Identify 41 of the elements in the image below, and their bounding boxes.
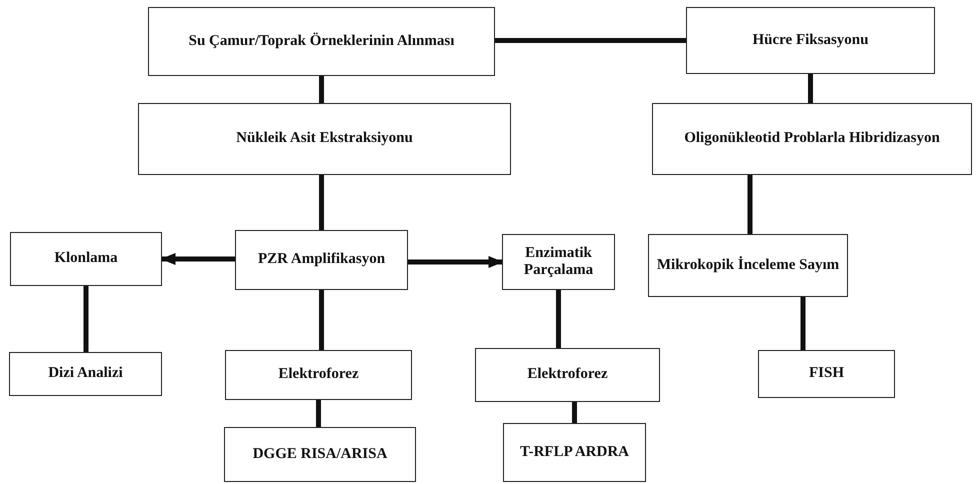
process-box: [224, 427, 416, 482]
process-box: [138, 103, 511, 175]
connector-line: [319, 290, 324, 350]
process-box: [10, 232, 162, 286]
process-box: [648, 234, 848, 297]
box-label: Dizi Analizi: [48, 365, 123, 383]
connector-line: [319, 175, 324, 230]
box-label: Nükleik Asit Ekstraksiyonu: [236, 130, 413, 148]
box-label: Elektroforez: [527, 366, 608, 384]
box-label: Mikrokopik İnceleme Sayım: [656, 256, 840, 274]
box-label: Enzimatik Parçalama: [522, 244, 594, 280]
box-label: Klonlama: [54, 250, 118, 268]
connector-line: [800, 297, 806, 350]
process-box: [758, 350, 895, 398]
arrow: [160, 253, 235, 265]
box-label: T-RFLP ARDRA: [520, 444, 630, 462]
connector-line: [556, 290, 561, 348]
connector-line: [316, 400, 321, 427]
process-box: [686, 7, 935, 74]
connector-line: [495, 38, 686, 43]
connector-line: [572, 402, 577, 423]
box-label: Elektroforez: [278, 366, 359, 384]
process-box: [9, 352, 162, 396]
box-label: DGGE RISA/ARISA: [252, 446, 388, 464]
connector-line: [808, 74, 813, 103]
process-box: [148, 7, 495, 76]
arrow: [408, 256, 504, 268]
box-label: FISH: [808, 365, 844, 383]
connector-line: [319, 76, 324, 103]
process-box: [502, 234, 615, 290]
connector-line: [748, 175, 752, 234]
process-box: [235, 230, 408, 290]
box-label: Oligonükleotid Problarla Hibridizasyon: [684, 130, 940, 148]
connector-line: [84, 286, 88, 352]
process-box: [225, 350, 412, 400]
process-box: [652, 103, 972, 175]
process-box: [475, 348, 660, 402]
box-label: PZR Amplifikasyon: [258, 251, 386, 269]
box-label: Su Çamur/Toprak Örneklerinin Alınması: [188, 32, 454, 50]
box-label: Hücre Fiksasyonu: [752, 32, 868, 50]
process-box: [503, 423, 646, 482]
